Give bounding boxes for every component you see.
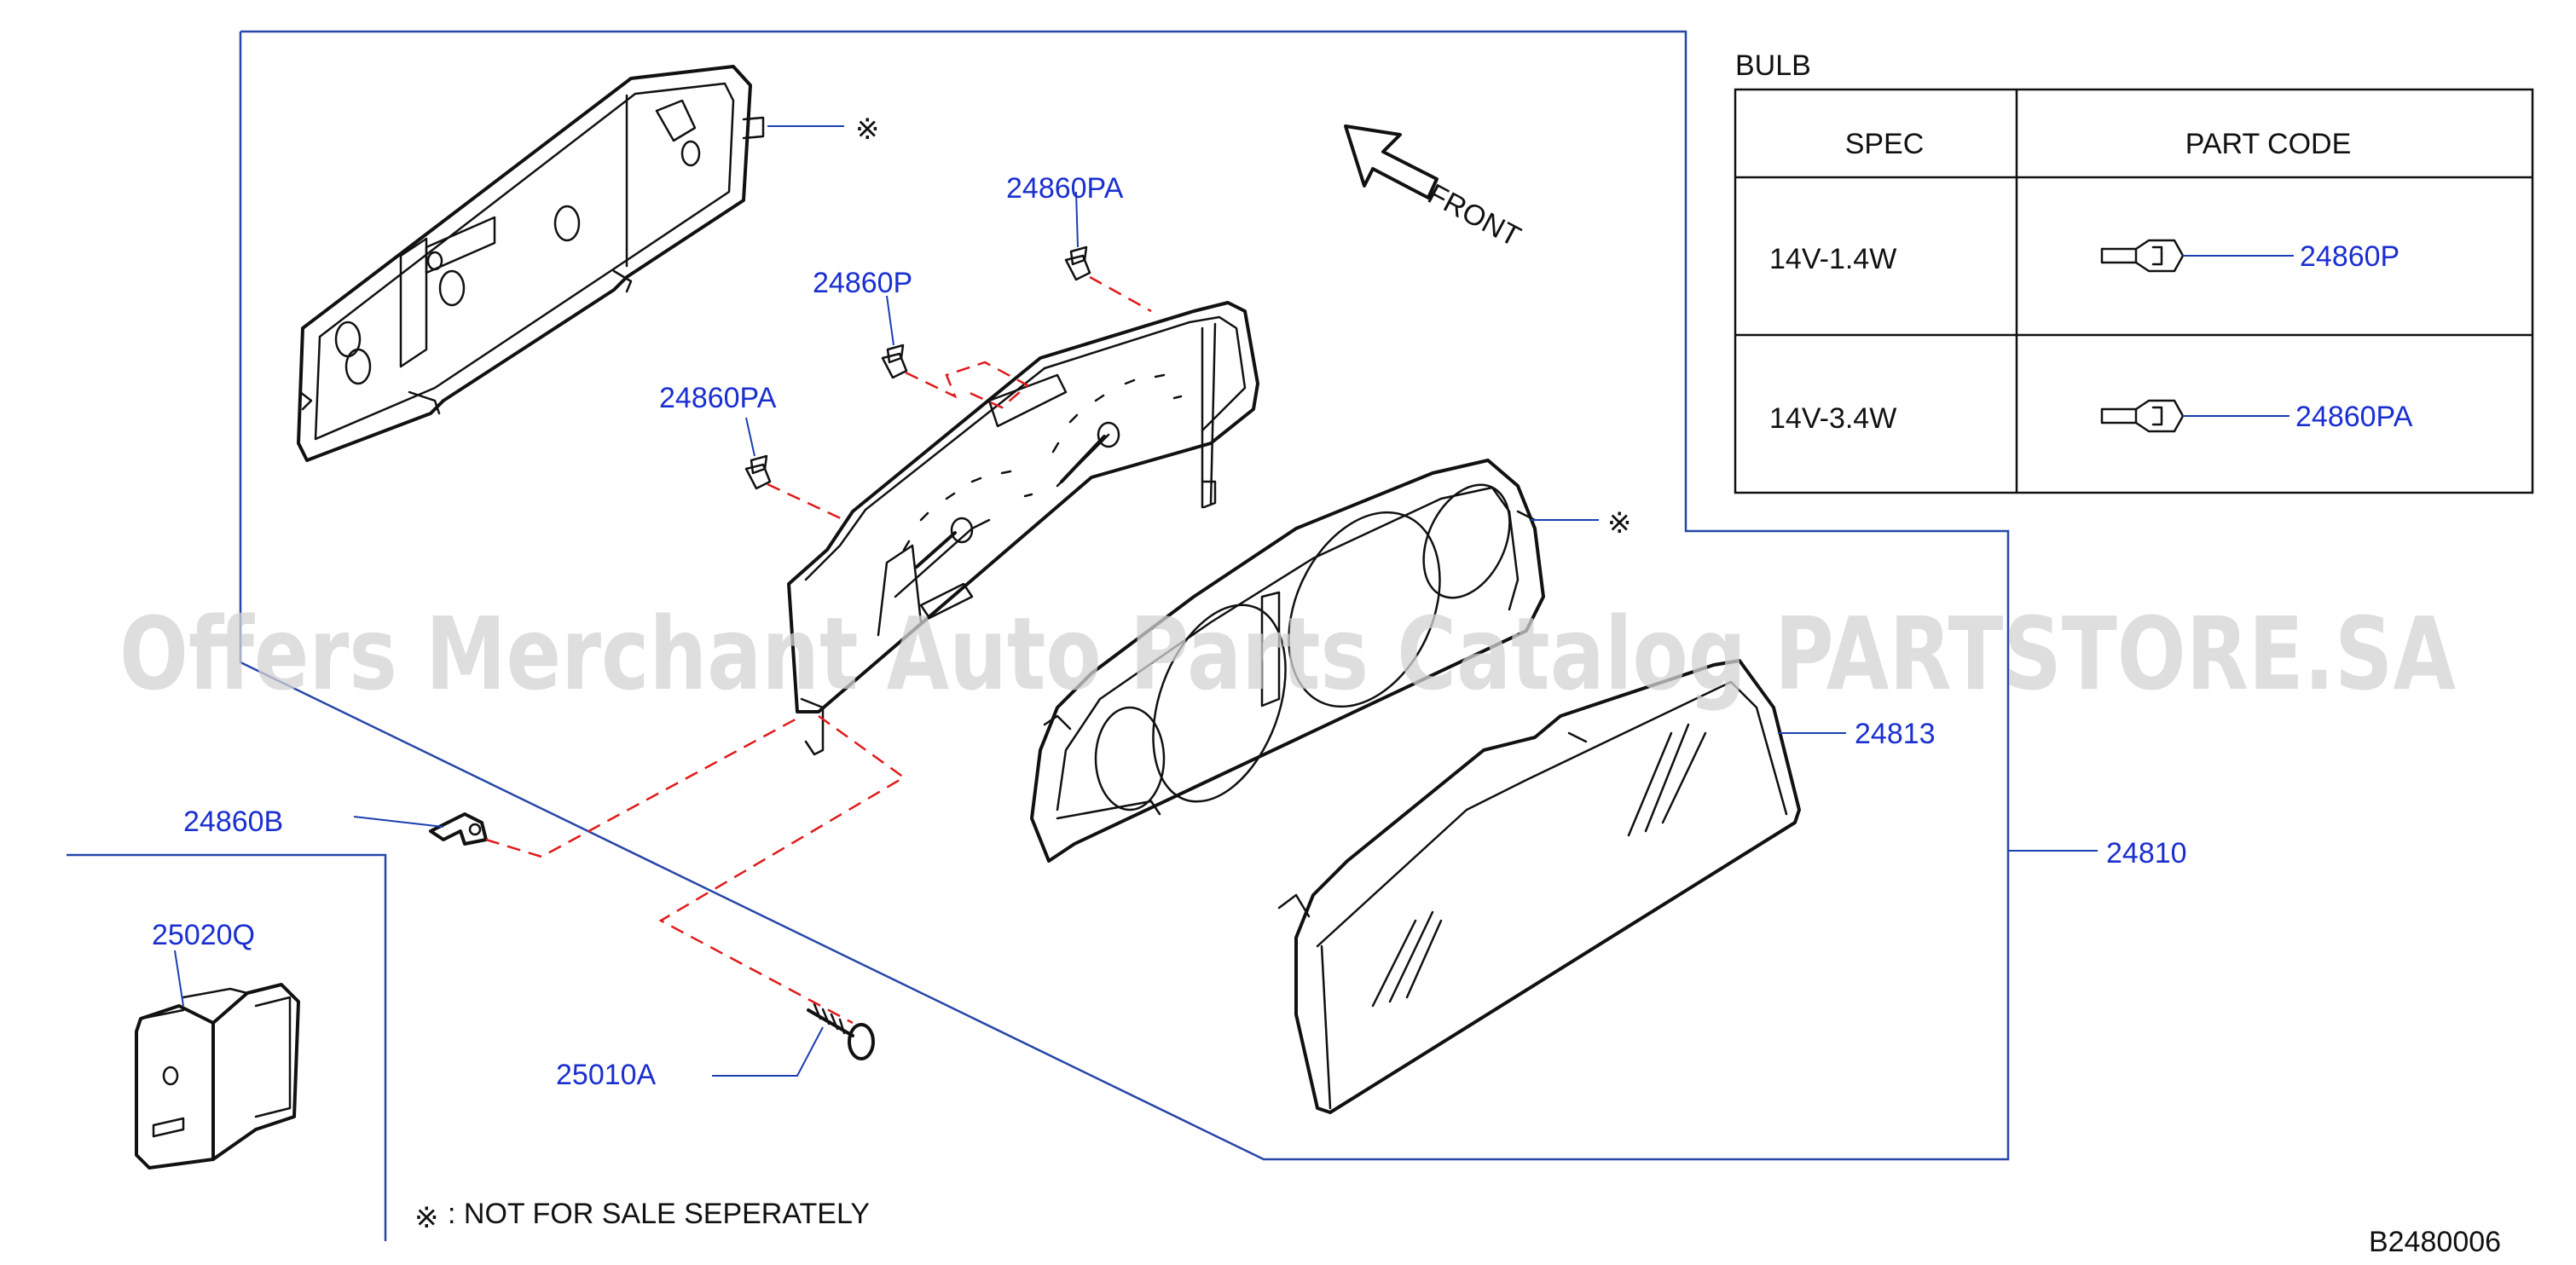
front-direction-arrow [1344,124,1439,199]
note-mark: ※ [414,1202,439,1234]
label-asterisk-top: ※ [855,113,880,146]
row2-bulb-icon [2100,399,2185,433]
label-25020q: 25020Q [152,919,255,951]
row1-bulb-icon [2100,239,2185,273]
row2-spec: 14V-3.4W [1769,402,1896,435]
row1-part-code: 24860P [2300,240,2399,273]
bulb-24860pa-left [744,454,772,490]
label-24860p: 24860P [813,267,912,299]
meter-gauge-unit [787,301,1259,756]
label-24810: 24810 [2106,837,2187,869]
label-asterisk-right: ※ [1607,507,1632,540]
assembly-lines [485,275,1152,1025]
meter-finisher [1030,459,1545,863]
bulb-24860p [881,344,908,379]
screw-25010a [807,1002,875,1060]
leader-lines [174,125,2098,1077]
rear-housing [297,65,765,462]
label-24860pa-left: 24860PA [659,382,777,414]
label-24860b: 24860B [183,806,283,838]
header-part-code: PART CODE [2185,128,2352,160]
meter-cover-lens [1277,659,1801,1114]
label-24860pa-top: 24860PA [1006,172,1124,205]
diagram-code: B2480006 [2369,1226,2501,1258]
label-24813: 24813 [1855,718,1936,750]
front-label: FRONT [1422,178,1525,254]
label-25010a: 25010A [556,1059,657,1091]
watermark: Offers Merchant Auto Parts Catalog PARTS… [119,595,2456,713]
bulb-table-title: BULB [1735,49,1811,82]
header-spec: SPEC [1845,128,1925,160]
bulb-table: BULB SPEC PART CODE 14V-1.4W 24860P 14V-… [1734,49,2534,494]
switch-25020q [135,983,300,1170]
assembly-frame-line [239,30,2010,1161]
note-text: : NOT FOR SALE SEPERATELY [448,1198,870,1230]
sub-frame-line [67,853,387,1241]
row2-part-code: 24860PA [2295,401,2413,433]
row1-spec: 14V-1.4W [1769,243,1896,275]
bulb-24860pa-top [1064,245,1091,281]
clip-24860b [429,812,488,846]
